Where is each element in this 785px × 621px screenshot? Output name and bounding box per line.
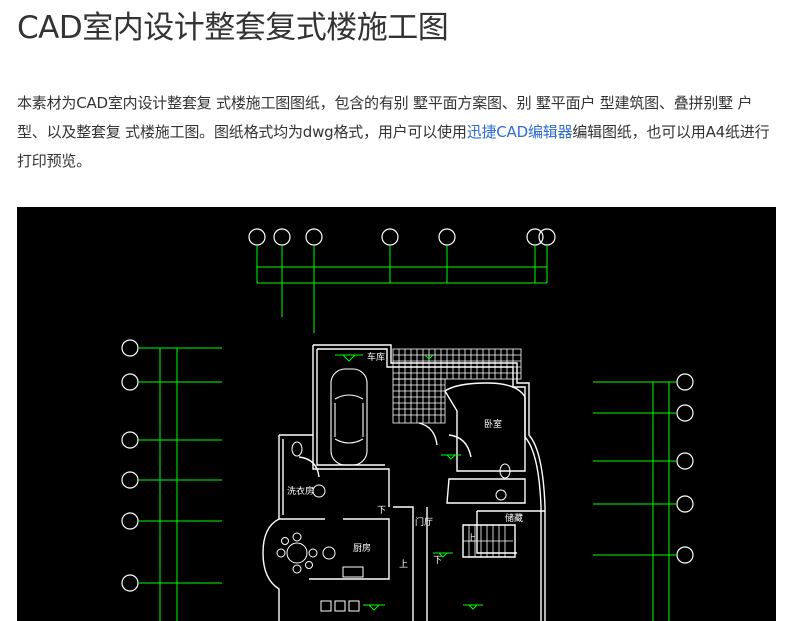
foyer-wall: [393, 506, 428, 621]
stair-wall: [462, 524, 516, 558]
toilet-icon: [499, 463, 511, 479]
toilet-icon: [291, 441, 303, 457]
room-label-kitchen: 厨房: [353, 542, 371, 554]
axis-bubble: [538, 228, 556, 246]
door-swing: [298, 456, 320, 478]
axis-bubble: [676, 495, 694, 513]
level-marker: [441, 454, 461, 460]
axis-bubble: [121, 339, 139, 357]
cooktop-icon: [322, 546, 336, 560]
kitchen-room: [309, 518, 390, 580]
counter-icon: [342, 566, 364, 578]
chair-icon: [292, 532, 302, 542]
intro-text-before-link: 本素材为CAD室内设计整套复 式楼施工图图纸，包含的有别 墅平面方案图、别 墅平…: [17, 94, 753, 141]
axis-bubble: [248, 228, 266, 246]
stair-mark-up: 上: [467, 533, 476, 544]
level-marker: [424, 354, 434, 360]
bedroom-wall: [444, 382, 526, 472]
axis-bubble: [121, 512, 139, 530]
level-marker: [335, 354, 363, 362]
chair-icon: [281, 537, 289, 545]
stairs: [463, 525, 513, 557]
level-marker: [463, 604, 483, 610]
building-walls: [262, 344, 546, 621]
axis-bubble: [676, 546, 694, 564]
dining-chair-row-icon: [334, 600, 346, 612]
room-label-garage: 车库: [367, 351, 385, 363]
fixtures: [276, 441, 511, 612]
top-axis-grid: [248, 228, 556, 333]
dining-chair-row-icon: [348, 600, 360, 612]
chair-icon: [305, 561, 313, 569]
washbasin-icon: [495, 489, 507, 501]
editor-link[interactable]: 迅捷CAD编辑器: [466, 123, 573, 141]
terrace-outline: [392, 378, 446, 424]
intro-text-after-link: 编辑图纸，也可以用A4纸进行打印预览。: [17, 123, 770, 170]
right-axis-grid: [593, 373, 694, 621]
axis-bubble: [121, 574, 139, 592]
kitchen-wall: [262, 518, 280, 621]
axis-bubble: [121, 431, 139, 449]
garage-wall-inner: [316, 349, 385, 466]
cad-floor-plan-image: 车库 卧室 洗衣房 门厅 储藏 厨房 上 下 下 上: [17, 207, 776, 621]
axis-bubble: [676, 373, 694, 391]
level-mark-up: 上: [399, 559, 408, 570]
door-swing: [448, 434, 472, 458]
axis-bubble: [676, 452, 694, 470]
garage-wall: [312, 345, 390, 507]
car-icon: [330, 368, 368, 466]
room-label-foyer: 门厅: [415, 516, 433, 528]
dining-table-icon: [286, 542, 308, 564]
axis-bubble: [438, 228, 456, 246]
floor-plan-drawing: 车库 卧室 洗衣房 门厅 储藏 厨房 上 下 下 上: [121, 228, 694, 621]
room-label-storage: 储藏: [505, 512, 523, 524]
room-label-bedroom: 卧室: [484, 418, 502, 430]
level-marker: [433, 552, 453, 558]
left-axis-grid: [121, 339, 222, 621]
bath-wall: [446, 478, 526, 504]
axis-bubble: [121, 373, 139, 391]
chair-icon: [276, 548, 286, 558]
stair-mark-down: 下: [433, 556, 442, 566]
dining-chair-row-icon: [320, 600, 332, 612]
axis-bubble: [121, 471, 139, 489]
chair-icon: [308, 548, 318, 558]
axis-bubble: [381, 228, 399, 246]
terrace-outline: [392, 348, 522, 380]
axis-bubble: [305, 228, 323, 246]
level-markers: [335, 354, 483, 611]
room-label-laundry: 洗衣房: [287, 485, 314, 497]
level-marker: [363, 604, 385, 611]
door-swing: [418, 422, 438, 446]
article-intro: 本素材为CAD室内设计整套复 式楼施工图图纸，包含的有别 墅平面方案图、别 墅平…: [17, 89, 777, 176]
page-title: CAD室内设计整套复式楼施工图: [17, 10, 449, 46]
terrace-tiles: [392, 348, 522, 424]
chair-icon: [292, 564, 302, 574]
washer-icon: [312, 484, 326, 498]
level-mark-down: 下: [377, 506, 386, 516]
axis-bubble: [676, 404, 694, 422]
outer-wall: [313, 344, 546, 621]
axis-bubble: [273, 228, 291, 246]
room-labels: 车库 卧室 洗衣房 门厅 储藏 厨房 上 下 下 上: [287, 351, 523, 570]
